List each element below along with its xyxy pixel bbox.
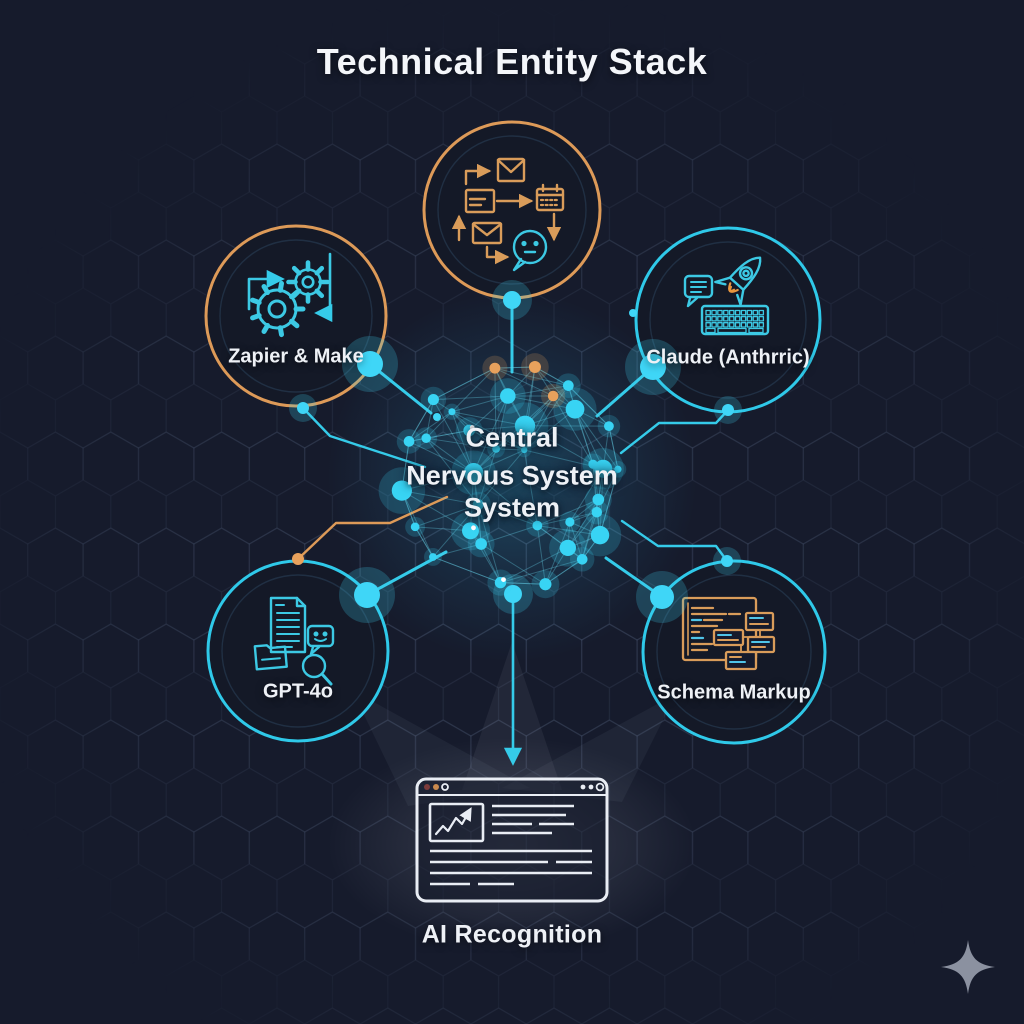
connector-claude-elbow [619,408,730,455]
node-label-claude: Claude (Anthrric) [646,346,810,369]
code-window-icon [681,596,776,671]
chart-thumbnail-icon [428,802,485,843]
node-circle-workflow [422,120,602,300]
connector-zapier-main [368,362,433,415]
sparkle-icon [941,940,995,994]
connector-dots [289,280,742,623]
folder-icon [253,644,288,671]
document-icon [269,596,307,654]
magnifier-icon [301,653,333,686]
chat-bubble-icon [683,274,714,308]
page-title: Technical Entity Stack [316,41,708,82]
node-label-schema: Schema Markup [657,681,811,704]
sphere-glow [327,292,697,662]
center-label-line-2: Nervous System [406,460,618,491]
keyboard-icon [700,304,770,336]
browser-text-lines [430,804,592,886]
gears-automation-icon [247,252,330,338]
output-label-ai-recognition: AI Recognition [421,920,603,949]
connector-zapier-elbow [301,406,427,469]
chat-bubble-icon [512,229,548,272]
browser-window-icon [415,777,609,903]
workflow-automation-icon [451,157,565,272]
connectors [296,298,730,766]
connector-orange-elbow [296,495,449,561]
chat-bubble-icon [306,624,335,656]
center-label-line-3: System [463,492,561,523]
rocket-flame [728,282,739,293]
rocket-icon [714,256,762,306]
center-label-line-1: Central [465,422,559,453]
schema-boxes [712,611,776,671]
node-label-gpt4o: GPT-4o [262,680,334,703]
connector-schema-elbow [620,519,729,563]
node-label-zapier-make: Zapier & Make [228,345,364,368]
orange-dot [292,553,304,565]
network-sphere-icon [378,353,627,599]
rocket-keyboard-chat-icon [683,256,770,336]
documents-search-icon [253,596,335,686]
